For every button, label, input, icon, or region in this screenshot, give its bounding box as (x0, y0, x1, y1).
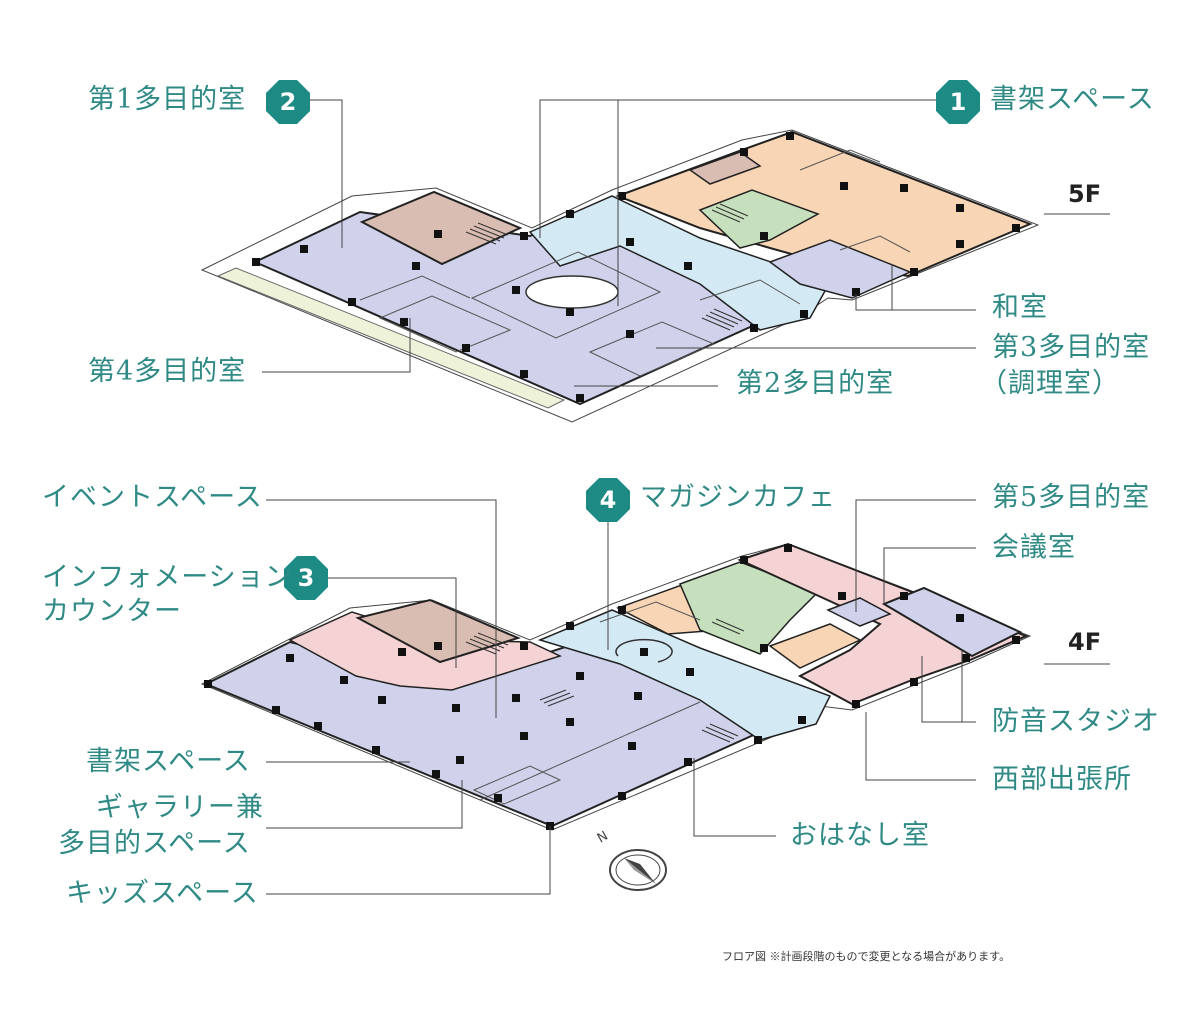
label-studio: 防音スタジオ (992, 706, 1160, 737)
label-branch: 西部出張所 (992, 764, 1132, 795)
badge-3: 3 (284, 556, 328, 600)
badge-3-number: 3 (297, 564, 315, 592)
5f-east-rooms (768, 239, 912, 299)
floor-label-5f: 5F (1068, 180, 1102, 208)
5f-mauve-room-east (688, 151, 762, 185)
4f-corridor (537, 609, 832, 741)
label-cafe: マガジンカフェ (640, 482, 836, 513)
label-shelf-5f: 書架スペース (990, 84, 1155, 115)
5f-corridor (528, 195, 832, 331)
compass-icon (609, 849, 667, 891)
label-shelf-4f: 書架スペース (86, 746, 251, 777)
label-room5: 第5多目的室 (992, 482, 1151, 513)
badge-4-number: 4 (599, 486, 617, 514)
4f-pink-zone-east (737, 542, 1029, 706)
label-room3: 第3多目的室 (992, 332, 1151, 363)
5f-columns (252, 132, 1020, 402)
label-gallery-line1: ギャラリー兼 (96, 792, 264, 823)
4f-studio-rooms (881, 586, 1023, 658)
5f-green-room (698, 189, 820, 249)
label-info-line1: インフォメーション (42, 562, 293, 593)
5f-balcony (216, 267, 566, 409)
label-room2: 第2多目的室 (736, 368, 895, 399)
label-room1: 第1多目的室 (88, 84, 247, 115)
4f-columns (204, 544, 1020, 830)
leader-lines (262, 99, 976, 895)
5f-interior-lines (359, 149, 911, 377)
badge-1-number: 1 (949, 88, 967, 116)
label-room3-sub: （調理室） (980, 368, 1120, 399)
floor-4f-plan (200, 542, 1032, 891)
octagon-badge-icon (284, 556, 328, 600)
4f-small-room (826, 597, 892, 627)
4f-stairs (465, 618, 745, 743)
label-washitsu: 和室 (992, 292, 1048, 323)
badge-2-number: 2 (279, 88, 297, 116)
label-room4: 第4多目的室 (88, 356, 247, 387)
5f-stairs (465, 203, 749, 331)
label-event: イベントスペース (42, 482, 263, 513)
octagon-badge-icon (266, 80, 310, 124)
octagon-badge-icon (936, 80, 980, 124)
footnote: フロア図 ※計画段階のもので変更となる場合があります。 (722, 950, 1011, 963)
label-kids: キッズスペース (66, 878, 259, 909)
5f-mauve-room-west (359, 190, 523, 266)
octagon-badge-icon (586, 478, 630, 522)
label-info-line2: カウンター (42, 596, 182, 627)
4f-round-counter (615, 638, 673, 663)
4f-peach-room-east (768, 623, 862, 669)
badge-1: 1 (936, 80, 980, 124)
label-ohanashi: おはなし室 (790, 820, 930, 851)
floor-5f-plan (200, 129, 1040, 423)
badge-2: 2 (266, 80, 310, 124)
label-meeting: 会議室 (992, 532, 1076, 563)
5f-atrium (525, 275, 619, 309)
badge-4: 4 (586, 478, 630, 522)
label-gallery-line2: 多目的スペース (58, 828, 251, 859)
floor-label-4f: 4F (1068, 628, 1102, 656)
